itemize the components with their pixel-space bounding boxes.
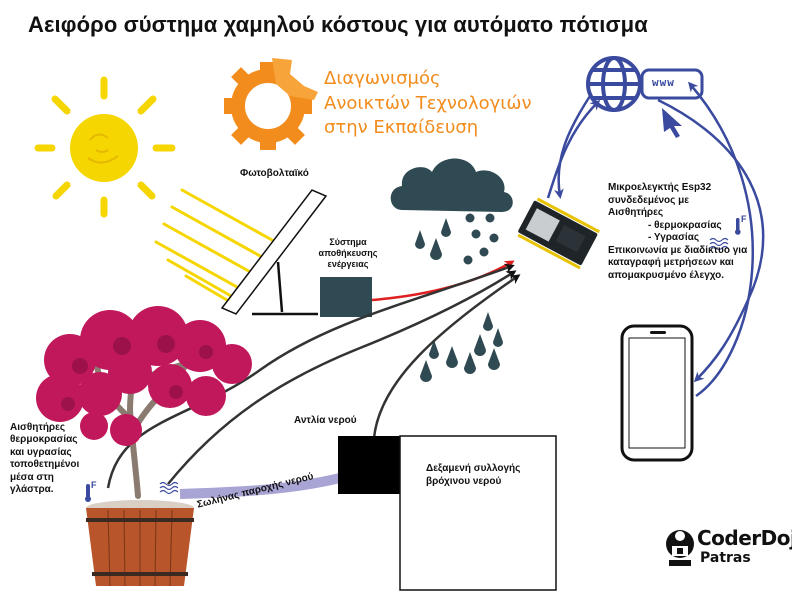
- thermometer-icon: [85, 484, 91, 502]
- storage-label-line-2: αποθήκευσης: [318, 248, 378, 258]
- pot-sensors-line-5: μέσα στη: [10, 471, 54, 483]
- pot-sensors-label: Αισθητήρες θερμοκρασίας και υγρασίας τοπ…: [10, 422, 79, 496]
- coderdojo-logo-icon: [666, 530, 694, 566]
- pot-sensors-line-2: θερμοκρασίας: [10, 434, 78, 446]
- pump-label: Αντλία νερού: [294, 415, 357, 426]
- energy-storage-box: [320, 277, 372, 317]
- pot-sensors-line-6: γλάστρα.: [10, 484, 54, 496]
- mcu-description: Μικροελεγκτής Esp32 συνδεδεμένος με Αισθ…: [608, 182, 747, 282]
- tank-label-line-1: Δεξαμενή συλλογής: [426, 463, 521, 474]
- plant-pot: [86, 500, 194, 587]
- mcu-line-4: - θερμοκρασίας: [648, 219, 722, 231]
- storage-label-line-1: Σύστημα: [329, 237, 367, 247]
- storage-label-line-3: ενέργειας: [327, 259, 369, 269]
- pot-sensors-line-1: Αισθητήρες: [10, 422, 66, 433]
- storage-label: Σύστημα αποθήκευσης ενέργειας: [308, 237, 388, 270]
- www-box: [640, 68, 704, 100]
- logo-line-3: στην Εκπαίδευση: [324, 117, 479, 138]
- mcu-line-8: απομακρυσμένο έλεγχο.: [608, 269, 725, 281]
- esp32-board-icon: [517, 197, 600, 270]
- logo-line-1: Διαγωνισμός: [324, 68, 441, 89]
- tank-label-line-2: βρόχινου νερού: [426, 476, 502, 487]
- thermo-unit-pot: F: [91, 480, 97, 490]
- cursor-icon: [662, 108, 682, 138]
- gear-logo-icon: [224, 58, 318, 150]
- rainwater-tank: [399, 435, 557, 591]
- humidity-icon-mcu: [709, 237, 729, 251]
- smartphone-icon: [620, 324, 694, 462]
- flower-canopy: [36, 306, 252, 446]
- mcu-line-3: Αισθητήρες: [608, 207, 664, 218]
- coderdojo-name: CoderDojo: [697, 526, 792, 550]
- page-title: Αειφόρο σύστημα χαμηλού κόστους για αυτό…: [28, 12, 648, 37]
- mcu-line-1: Μικροελεγκτής Esp32: [608, 182, 712, 193]
- thermo-unit-mcu: F: [741, 214, 747, 224]
- network-arrows: [546, 81, 765, 398]
- mcu-line-6: Επικοινωνία με διαδίκτυο για: [608, 244, 748, 256]
- mcu-line-5: - Υγρασίας: [648, 232, 700, 243]
- pot-sensors-line-3: και υγρασίας: [10, 446, 72, 458]
- pot-sensors-line-4: τοποθετημένοι: [10, 459, 80, 471]
- globe-icon: [586, 56, 642, 112]
- coderdojo-city: Patras: [700, 550, 751, 566]
- thermometer-icon-mcu: [735, 218, 741, 235]
- sunlight-rays: [154, 188, 274, 305]
- solar-panel: [220, 189, 328, 316]
- water-pump: [338, 436, 400, 494]
- solar-panel-label: Φωτοβολταϊκό: [240, 168, 309, 179]
- mcu-line-7: καταγραφή μετρήσεων και: [608, 257, 734, 268]
- rain-cloud-icon: [390, 158, 513, 382]
- humidity-icon: [159, 481, 179, 495]
- water-pipe: [179, 473, 342, 499]
- mcu-line-2: συνδεδεμένος με: [608, 194, 689, 206]
- logo-line-2: Ανοικτών Τεχνολογιών: [324, 93, 532, 114]
- flower-highlights: [61, 335, 213, 411]
- sun-icon: [34, 76, 176, 218]
- tank-label: Δεξαμενή συλλογής βρόχινου νερού: [426, 462, 520, 488]
- www-label: www: [652, 76, 675, 89]
